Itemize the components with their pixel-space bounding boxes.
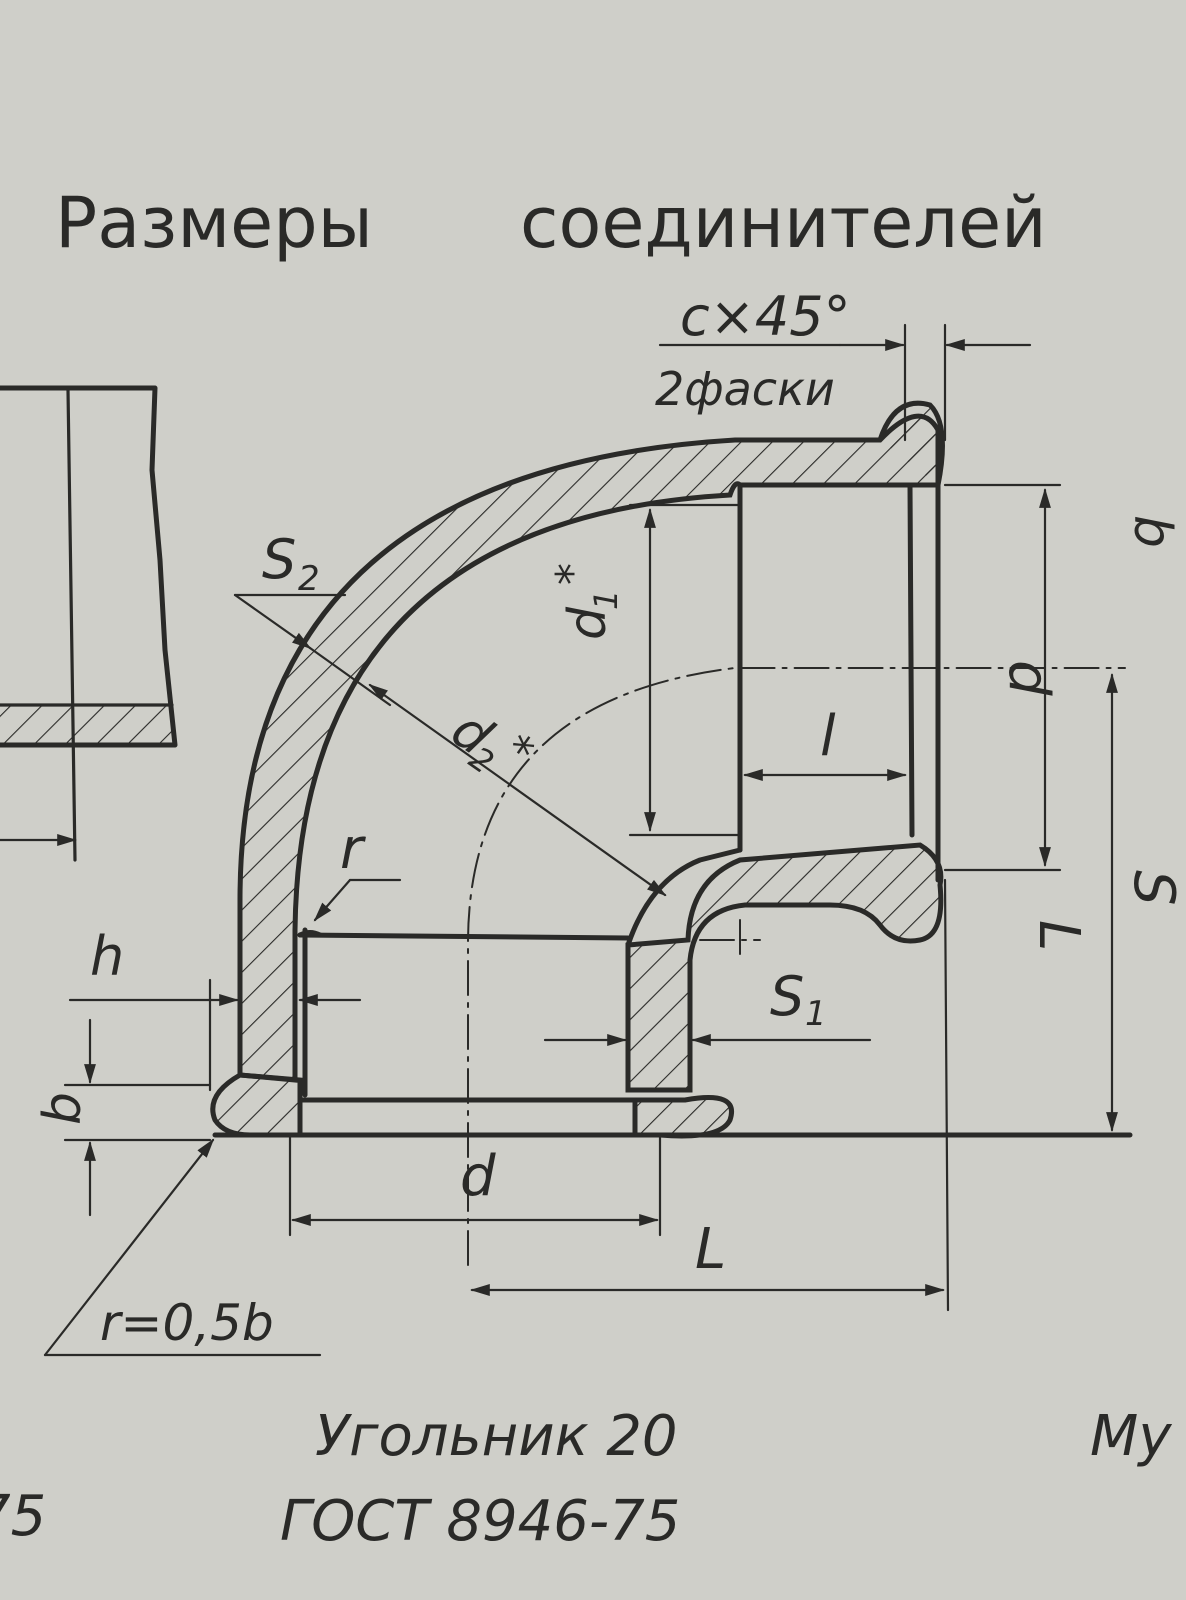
heading-word-2: соединителей [520,182,1047,264]
d1-subscript: 1 [587,590,625,610]
heading-word-1: Размеры [55,182,373,264]
h-label: h [90,925,124,988]
s1-subscript: 1 [805,994,827,1034]
d1-star: * [547,563,598,585]
left-partial-view [0,385,178,862]
caption-name: Угольник 20 [315,1404,678,1469]
r-inner-label: r [340,817,366,882]
chamfer-note: 2фаски [655,362,835,416]
s2-subscript: 2 [298,559,320,599]
r-outer-label: r=0,5b [100,1294,274,1352]
l-small-label: l [820,704,836,769]
chamfer-label: c×45° [680,285,851,348]
s-right-edge-label: S [1121,870,1186,906]
caption-right-fragment: Му [1090,1404,1172,1469]
elbow-wall-section [210,400,1133,1139]
caption-standard: ГОСТ 8946-75 [280,1489,680,1554]
s1-label: S [770,965,804,1028]
d-bottom-label: d [460,1144,496,1209]
s2-label: S [262,528,296,591]
L-bottom-label: L [695,1217,726,1282]
b-right-edge-label: b [1122,515,1182,548]
dimension-labels: c×45° 2фаски S 2 d 2 * d 1 * d l r h b S… [33,285,1186,1352]
heading: Размеры соединителей [55,182,1047,264]
dimension-lines [43,323,1118,1357]
d-right-label: d [996,660,1061,696]
caption: Угольник 20 ГОСТ 8946-75 75 Му [0,1404,1172,1554]
b-label: b [33,1092,93,1125]
caption-left-fragment: 75 [0,1484,46,1549]
L-right-label: L [1026,920,1091,951]
d1-label: d [558,606,618,640]
